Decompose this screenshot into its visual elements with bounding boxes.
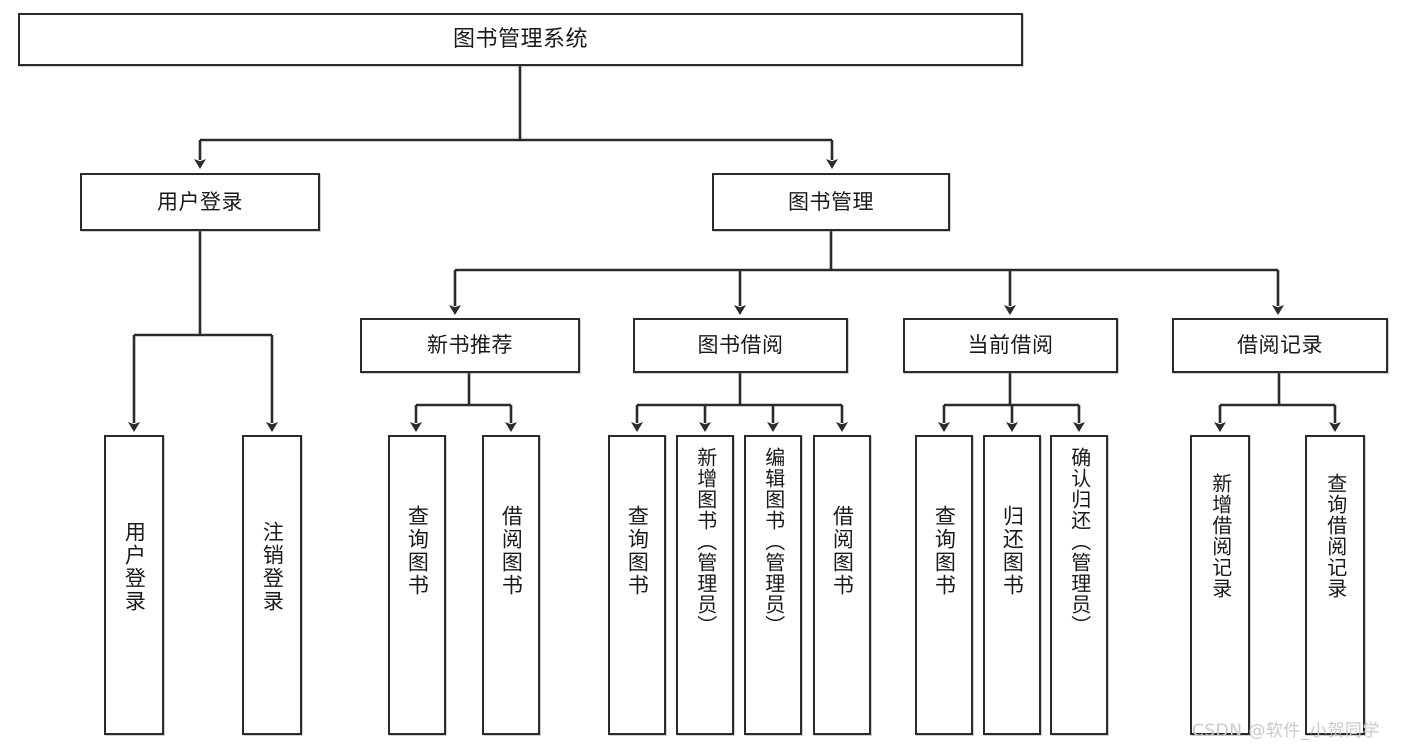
node-label: 借阅图书 xyxy=(830,505,855,597)
leaf-query-book-recommend[interactable]: 查询图书 xyxy=(388,435,446,735)
leaf-borrow-book[interactable]: 借阅图书 xyxy=(813,435,871,735)
node-label: 注销登录 xyxy=(260,521,285,613)
leaf-add-book-admin[interactable]: 新增图书（管理员） xyxy=(676,435,734,735)
leaf-add-borrow-record[interactable]: 新增借阅记录 xyxy=(1190,435,1250,735)
node-book-management[interactable]: 图书管理 xyxy=(712,173,950,231)
node-label: 查询图书 xyxy=(932,505,957,597)
node-label: 用户登录 xyxy=(157,189,243,214)
csdn-watermark: CSDN @软件_小贺同学 xyxy=(1192,721,1380,741)
node-root-system[interactable]: 图书管理系统 xyxy=(18,13,1023,66)
node-label: 新增图书（管理员） xyxy=(693,447,718,636)
leaf-borrow-book-recommend[interactable]: 借阅图书 xyxy=(482,435,540,735)
leaf-return-book[interactable]: 归还图书 xyxy=(983,435,1041,735)
leaf-confirm-return-admin[interactable]: 确认归还（管理员） xyxy=(1050,435,1108,735)
node-book-borrow[interactable]: 图书借阅 xyxy=(633,318,848,373)
leaf-query-borrow-record[interactable]: 查询借阅记录 xyxy=(1305,435,1365,735)
node-label: 图书管理 xyxy=(788,189,874,214)
node-label: 查询借阅记录 xyxy=(1323,473,1348,599)
node-label: 图书借阅 xyxy=(697,333,784,358)
node-label: 当前借阅 xyxy=(967,333,1054,358)
node-label: 查询图书 xyxy=(405,505,430,597)
node-current-borrow[interactable]: 当前借阅 xyxy=(903,318,1118,373)
node-label: 图书管理系统 xyxy=(452,26,588,52)
node-label: 借阅图书 xyxy=(499,505,524,597)
node-borrow-record[interactable]: 借阅记录 xyxy=(1172,318,1388,373)
node-label: 用户登录 xyxy=(122,521,147,613)
leaf-query-book-current[interactable]: 查询图书 xyxy=(915,435,973,735)
node-label: 查询图书 xyxy=(625,505,650,597)
leaf-logout-login[interactable]: 注销登录 xyxy=(242,435,302,735)
leaf-edit-book-admin[interactable]: 编辑图书（管理员） xyxy=(744,435,802,735)
node-user-login[interactable]: 用户登录 xyxy=(80,173,320,231)
node-label: 新书推荐 xyxy=(427,333,513,358)
leaf-user-login[interactable]: 用户登录 xyxy=(104,435,164,735)
node-label: 归还图书 xyxy=(1000,505,1025,597)
leaf-query-book-borrow[interactable]: 查询图书 xyxy=(608,435,666,735)
node-label: 编辑图书（管理员） xyxy=(761,447,786,636)
node-label: 确认归还（管理员） xyxy=(1067,447,1092,636)
node-label: 新增借阅记录 xyxy=(1208,473,1233,599)
node-new-book-recommend[interactable]: 新书推荐 xyxy=(360,318,580,373)
node-label: 借阅记录 xyxy=(1237,333,1323,358)
